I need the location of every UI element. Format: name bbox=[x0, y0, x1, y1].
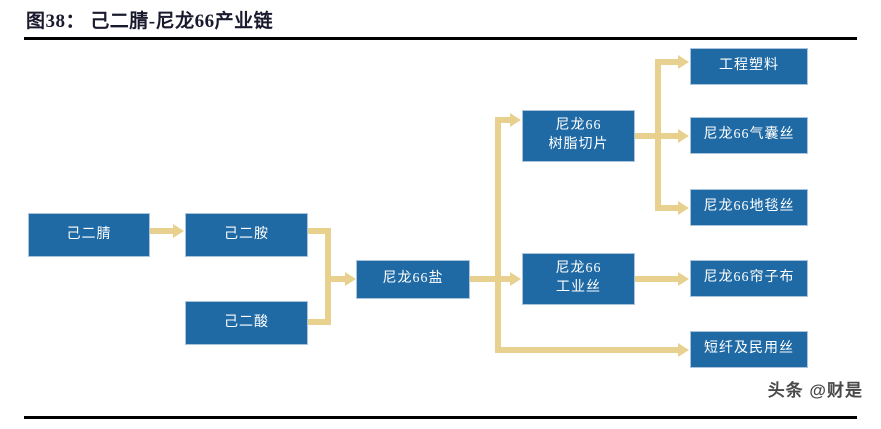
connector-trunk-to-industrial-yarn bbox=[495, 276, 513, 282]
node-nylon66-resin-chips-line1: 尼龙66 bbox=[555, 118, 602, 134]
node-staple-and-civil-yarn-label: 短纤及民用丝 bbox=[704, 341, 794, 357]
arrowhead-merge-to-nylon66-salt bbox=[345, 272, 356, 286]
node-adipic-acid-label: 己二酸 bbox=[224, 314, 269, 330]
node-hexanediamine[interactable]: 己二胺 bbox=[185, 213, 308, 257]
connector-resin-to-branch bbox=[635, 133, 661, 139]
arrowhead-trunk-to-industrial-yarn bbox=[510, 272, 521, 286]
node-nylon66-salt[interactable]: 尼龙66盐 bbox=[356, 260, 470, 299]
arrowhead-resin-to-airbag-yarn bbox=[678, 129, 689, 143]
figure-title: 图38： 己二腈-尼龙66产业链 bbox=[26, 11, 274, 32]
title-rule-top bbox=[24, 37, 857, 40]
node-nylon66-industrial-yarn[interactable]: 尼龙66 工业丝 bbox=[522, 253, 635, 305]
connector-merge-to-nylon66-salt bbox=[331, 276, 347, 282]
node-nylon66-carpet-yarn[interactable]: 尼龙66地毯丝 bbox=[690, 189, 808, 226]
connector-adipicacid-stub bbox=[308, 319, 331, 325]
node-engineering-plastics[interactable]: 工程塑料 bbox=[690, 48, 808, 85]
connector-resin-to-airbag-yarn bbox=[655, 133, 681, 139]
connector-trunk-to-staple-yarn bbox=[495, 347, 681, 353]
arrowhead-trunk-to-staple-yarn bbox=[678, 343, 689, 357]
node-adipic-acid[interactable]: 己二酸 bbox=[185, 301, 308, 345]
arrowhead-industrial-yarn-to-tire-cord bbox=[678, 272, 689, 286]
connector-industrial-yarn-to-tire-cord bbox=[635, 276, 681, 282]
arrowhead-trunk-to-resin bbox=[510, 113, 521, 127]
connector-salt-to-trunk bbox=[470, 276, 501, 282]
node-nylon66-tire-cord-fabric[interactable]: 尼龙66帘子布 bbox=[690, 260, 808, 297]
connector-trunk-vertical bbox=[495, 117, 501, 353]
arrowhead-resin-to-engineering-plastics bbox=[678, 55, 689, 69]
node-nylon66-airbag-yarn-label: 尼龙66气囊丝 bbox=[703, 127, 795, 143]
connector-trunk-to-resin bbox=[495, 117, 513, 123]
figure-rule-bottom bbox=[24, 416, 857, 419]
node-engineering-plastics-label: 工程塑料 bbox=[719, 58, 779, 74]
connector-resin-to-carpet-yarn bbox=[655, 205, 681, 211]
arrowhead-adiponitrile-to-hexanediamine bbox=[173, 224, 184, 238]
connector-merge-bracket-vertical bbox=[325, 228, 331, 325]
connector-adiponitrile-to-hexanediamine bbox=[150, 228, 175, 234]
node-staple-and-civil-yarn[interactable]: 短纤及民用丝 bbox=[690, 331, 808, 368]
node-nylon66-tire-cord-fabric-label: 尼龙66帘子布 bbox=[703, 270, 795, 286]
node-nylon66-airbag-yarn[interactable]: 尼龙66气囊丝 bbox=[690, 117, 808, 154]
node-nylon66-salt-label: 尼龙66盐 bbox=[382, 271, 444, 287]
node-nylon66-industrial-yarn-line2: 工业丝 bbox=[556, 280, 601, 295]
arrowhead-resin-to-carpet-yarn bbox=[678, 201, 689, 215]
node-adiponitrile-label: 己二腈 bbox=[66, 226, 112, 242]
node-adiponitrile[interactable]: 己二腈 bbox=[28, 213, 150, 257]
node-hexanediamine-label: 己二胺 bbox=[224, 226, 269, 242]
watermark: 头条 @财是 bbox=[767, 381, 863, 400]
node-nylon66-resin-chips-line2: 树脂切片 bbox=[548, 137, 609, 152]
node-nylon66-industrial-yarn-line1: 尼龙66 bbox=[555, 261, 602, 277]
node-nylon66-carpet-yarn-label: 尼龙66地毯丝 bbox=[703, 199, 795, 215]
connector-hexanediamine-stub bbox=[308, 228, 331, 234]
node-nylon66-resin-chips[interactable]: 尼龙66 树脂切片 bbox=[522, 110, 635, 162]
connector-resin-to-engineering-plastics bbox=[655, 59, 681, 65]
